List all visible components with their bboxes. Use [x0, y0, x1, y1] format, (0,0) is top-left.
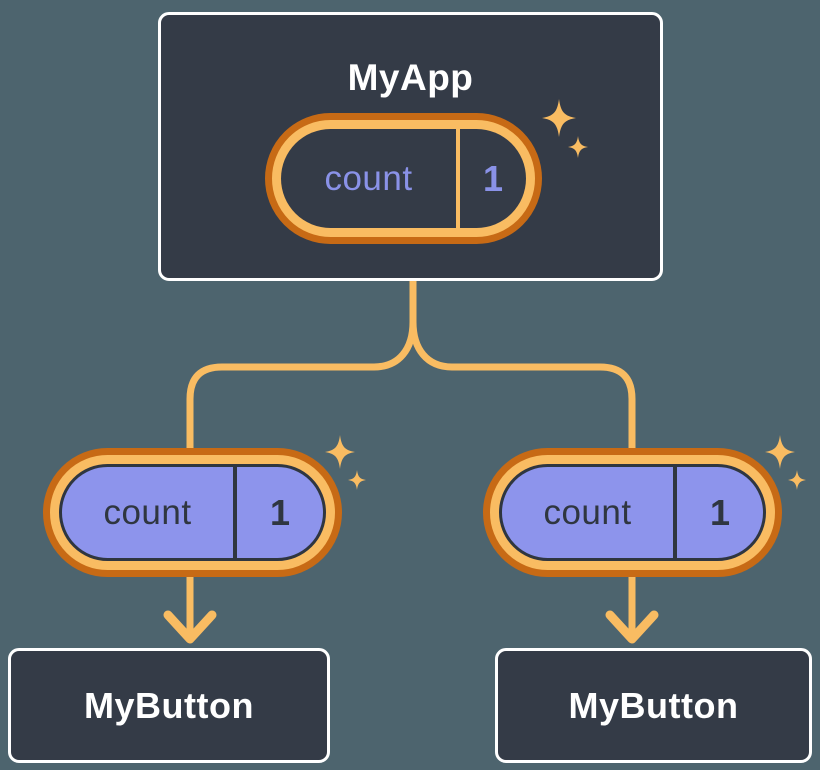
prop-pill-right-core: count 1 [499, 464, 766, 561]
arrow-down-icon [605, 610, 659, 644]
prop-value-label: 1 [269, 491, 291, 533]
state-pill-root-core: count 1 [281, 129, 526, 228]
state-value-label: 1 [482, 157, 504, 199]
state-pill-root: count 1 [265, 113, 542, 244]
prop-name-label: count [543, 492, 632, 532]
mybutton-title: MyButton [84, 684, 254, 726]
mybutton-card-left: MyButton [8, 648, 330, 763]
prop-pill-left: count 1 [43, 448, 342, 577]
pill-divider [233, 467, 237, 558]
myapp-title: MyApp [347, 57, 474, 98]
prop-pill-right: count 1 [483, 448, 782, 577]
mybutton-card-right: MyButton [495, 648, 812, 763]
state-name-label: count [324, 158, 413, 198]
mybutton-title-wrap: MyButton [11, 651, 327, 760]
prop-pill-left-core: count 1 [59, 464, 326, 561]
mybutton-title: MyButton [568, 684, 739, 726]
prop-value-label: 1 [709, 491, 731, 533]
pill-divider [673, 467, 677, 558]
pill-divider [456, 129, 460, 228]
arrow-down-icon [163, 610, 217, 644]
prop-name-label: count [103, 492, 192, 532]
mybutton-title-wrap: MyButton [498, 651, 809, 760]
